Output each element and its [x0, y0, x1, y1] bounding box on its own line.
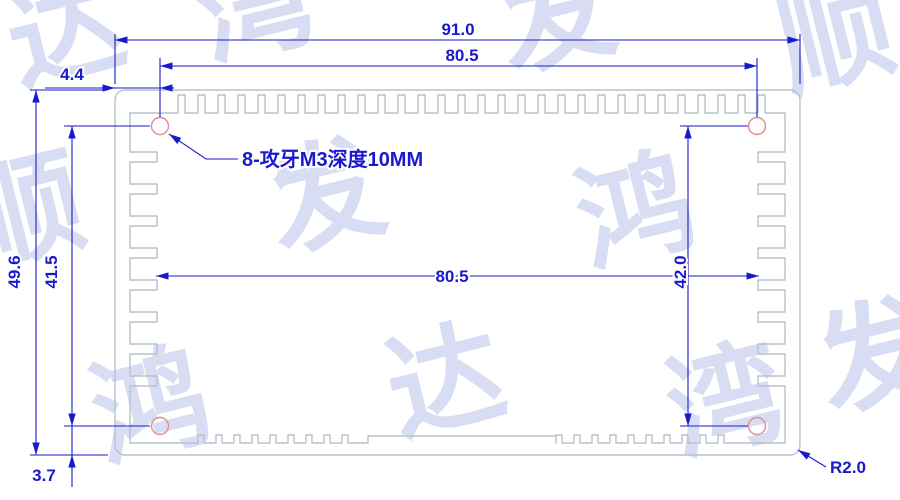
hole-bottom-left	[150, 416, 170, 436]
profile-left-fins	[129, 112, 158, 444]
extrusion-profile	[114, 89, 801, 456]
hole-bottom-right	[747, 416, 767, 436]
watermark-char: 顺	[764, 0, 900, 116]
profile-outer-outline	[114, 89, 801, 456]
profile-bottom-fins	[129, 434, 786, 444]
watermark-layer: 达 湾 发 顺 顺 发 鸿 鸿 达 湾 发	[0, 0, 900, 486]
hole-top-right	[747, 116, 767, 136]
dim-text-hole-span-right: 42.0	[671, 255, 690, 288]
watermark-char: 发	[254, 118, 398, 276]
watermark-char: 鸿	[79, 328, 223, 486]
watermark-char: 湾	[184, 0, 328, 86]
dim-text-overall-height: 49.6	[5, 255, 24, 288]
dim-hole-span-right	[680, 125, 748, 427]
dim-text-hole-span-top: 80.5	[445, 46, 478, 65]
profile-top-fins	[129, 94, 786, 114]
dimension-texts: 91.0 80.5 4.4 49.6 41.5 3.7 80.5 42.0 8-…	[3, 18, 868, 487]
watermark-char: 发	[484, 0, 628, 96]
screw-holes	[150, 116, 767, 436]
dimension-lines	[30, 34, 827, 487]
hole-top-left	[150, 116, 170, 136]
dim-text-inner-span: 80.5	[435, 267, 468, 286]
watermark-char: 湾	[654, 323, 798, 481]
profile-right-fins	[757, 112, 786, 444]
corner-radius-note: R2.0	[830, 458, 866, 477]
tapped-holes-note: 8-攻牙M3深度10MM	[242, 147, 423, 171]
corner-radius-leader	[797, 449, 827, 468]
dim-text-hole-span-left: 41.5	[42, 255, 61, 288]
dim-text-hole-to-edge-bottom: 3.7	[32, 466, 56, 485]
dim-hole-span-left	[64, 125, 150, 427]
watermark-char: 达	[374, 303, 518, 461]
dim-text-edge-to-hole: 4.4	[60, 65, 84, 84]
tapped-holes-leader	[168, 133, 238, 160]
dim-text-overall-width: 91.0	[441, 20, 474, 39]
watermark-char: 发	[804, 278, 900, 436]
dim-overall-width	[114, 34, 801, 84]
